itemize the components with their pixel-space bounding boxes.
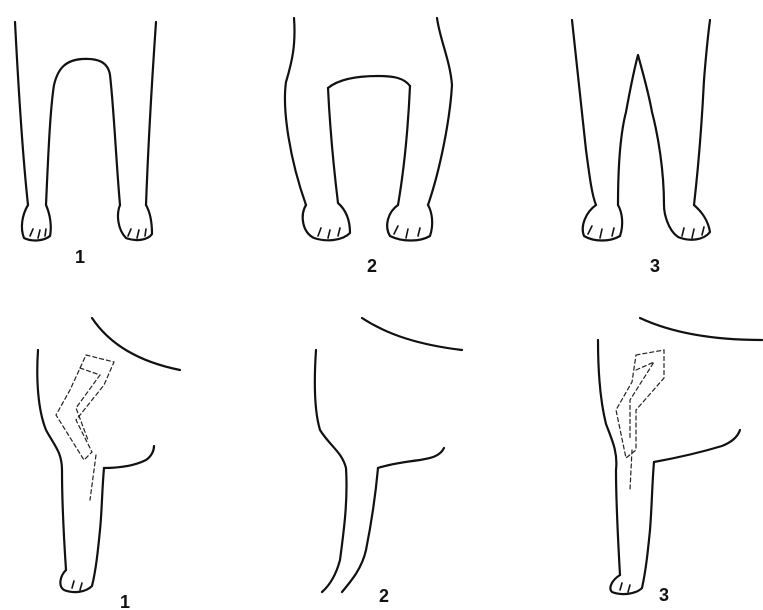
side-view-straight-shoulder <box>598 318 762 594</box>
side-view-upright <box>315 318 462 592</box>
label-bottom-1: 1 <box>120 592 130 610</box>
front-view-normal <box>15 22 156 240</box>
label-bottom-2: 2 <box>379 586 389 606</box>
label-bottom-3: 3 <box>659 585 669 605</box>
front-view-knock-kneed <box>572 20 710 241</box>
label-top-1: 1 <box>75 247 85 267</box>
side-view-normal <box>37 318 180 592</box>
label-top-3: 3 <box>650 256 660 276</box>
front-view-bowed <box>285 18 452 241</box>
label-top-2: 2 <box>367 256 377 276</box>
